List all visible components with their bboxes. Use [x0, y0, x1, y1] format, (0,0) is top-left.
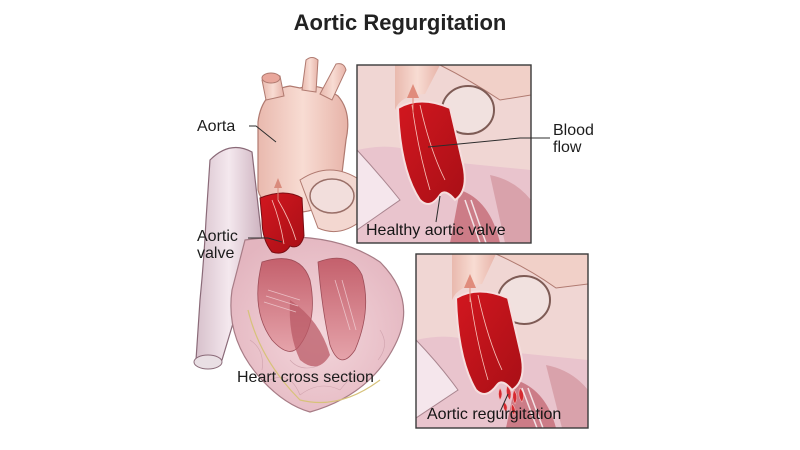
regurgitant-jet	[498, 385, 524, 416]
aorta-leader	[249, 125, 277, 143]
label-blood-flow-line1: Blood	[553, 122, 594, 139]
label-aortic-valve-line1: Aortic	[197, 228, 238, 245]
aortic-valve-leader	[248, 237, 283, 243]
healthy-valve-leader	[435, 195, 441, 223]
label-aortic-valve-line2: valve	[197, 245, 235, 262]
label-healthy-aortic-valve: Healthy aortic valve	[366, 222, 506, 239]
label-aortic-regurgitation: Aortic regurgitation	[427, 406, 562, 423]
blood-flow-leader	[427, 137, 550, 148]
inset-healthy-frame	[356, 64, 532, 244]
diagram-title: Aortic Regurgitation	[293, 10, 507, 35]
main-heart	[193, 57, 405, 413]
inset-regurgitation-art	[416, 254, 588, 428]
inset-regurgitation-frame	[415, 253, 589, 429]
inset-healthy-art	[357, 65, 531, 243]
label-heart-cross-section: Heart cross section	[237, 369, 374, 386]
label-blood-flow-line2: flow	[553, 139, 582, 156]
label-aorta: Aorta	[197, 118, 236, 135]
regurgitation-leader	[499, 393, 509, 413]
